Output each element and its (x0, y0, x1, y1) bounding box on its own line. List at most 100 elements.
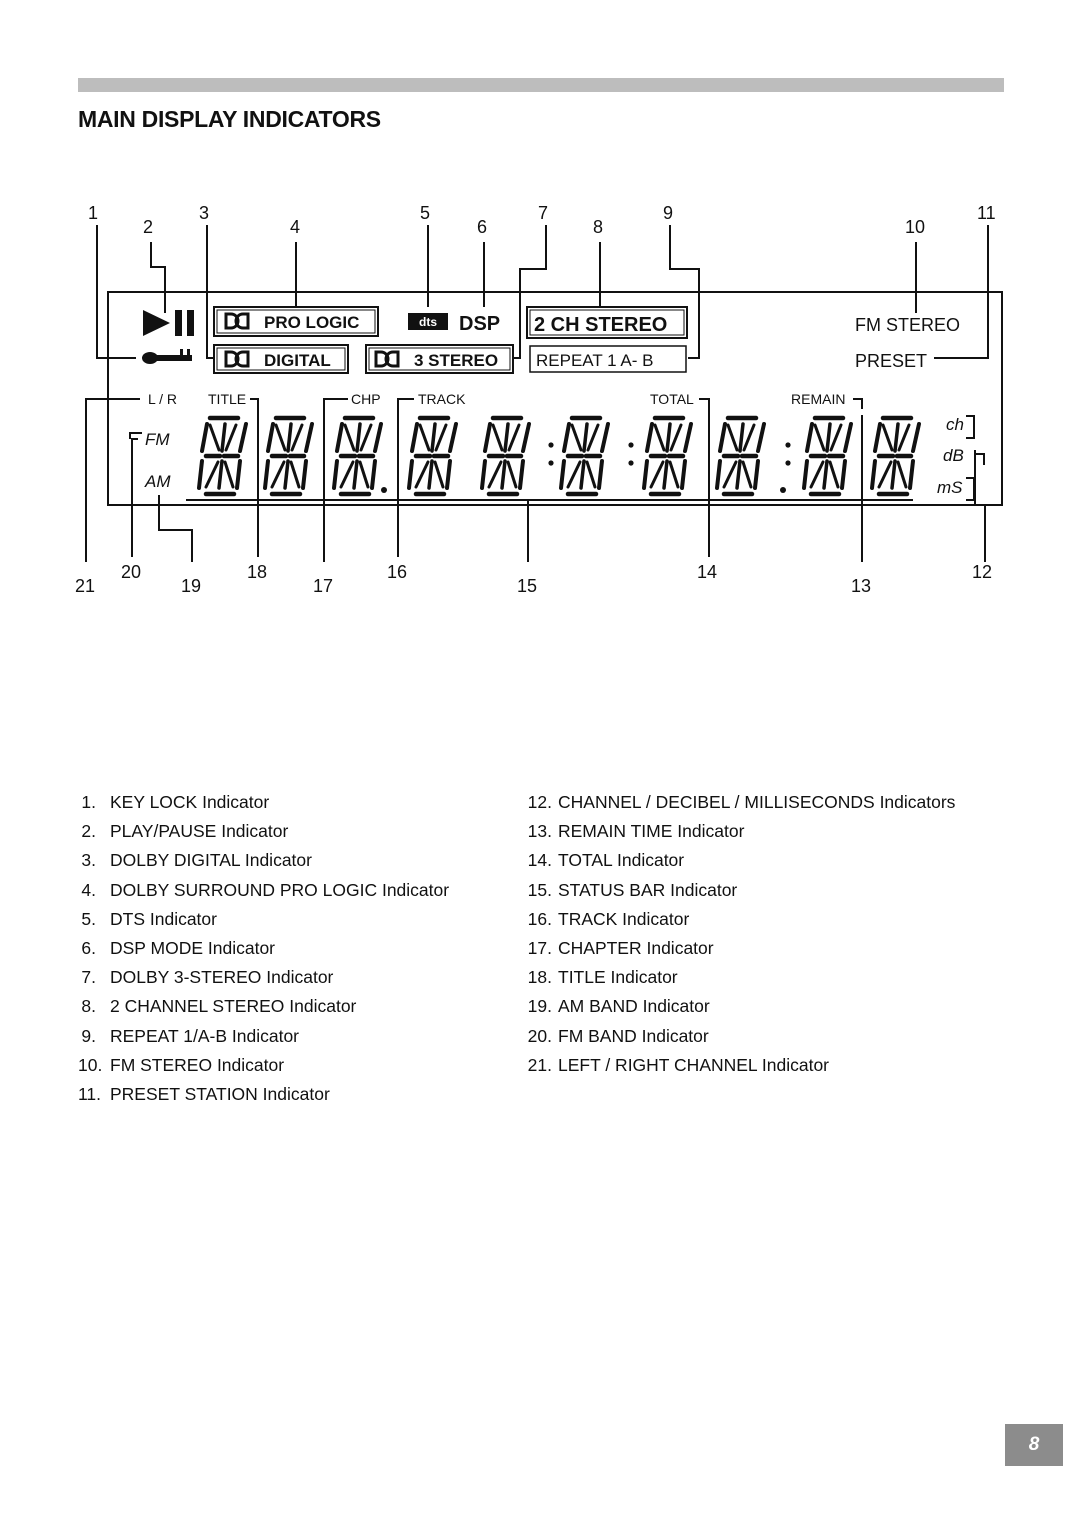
key-lock-icon (142, 349, 192, 364)
digit-segment (503, 422, 510, 453)
callout-6: 6 (477, 217, 487, 237)
remain-label: REMAIN (791, 391, 845, 407)
repeat-label: REPEAT 1 A- B (536, 351, 653, 370)
digit-segment (738, 422, 745, 453)
pro-logic-box: PRO LOGIC (213, 306, 379, 337)
digit-segment (427, 459, 434, 490)
digit-segment (352, 459, 359, 490)
digit-segment (669, 423, 683, 452)
digit-segment (653, 423, 666, 452)
digit-segment (480, 459, 487, 490)
callout-17: 17 (313, 576, 333, 596)
digit-segment (238, 422, 248, 453)
digit-segment (358, 460, 370, 489)
page-title: MAIN DISPLAY INDICATORS (78, 106, 381, 132)
digit-segment (332, 459, 339, 490)
digit-segment (220, 422, 227, 453)
fm-stereo-label: FM STEREO (855, 315, 960, 335)
three-stereo-box: 3 STEREO (365, 344, 514, 374)
digit-segment (881, 423, 894, 452)
am-band-label: AM (144, 472, 171, 491)
digit-segment (893, 422, 900, 453)
callout-10: 10 (905, 217, 925, 237)
digit-segment (507, 423, 521, 452)
digit-segment (274, 423, 287, 452)
dts-logo: dts (408, 313, 448, 330)
callout-numbers: 1 2 3 4 5 6 7 8 9 10 11 12 13 14 15 16 1… (75, 203, 996, 596)
digit-segment (286, 422, 293, 453)
digit-segment (665, 422, 672, 453)
callout-1: 1 (88, 203, 98, 223)
digit-segment (235, 459, 242, 490)
digit-segment (445, 459, 452, 490)
digit-segment (756, 422, 766, 453)
digit-segment (355, 422, 362, 453)
callout-15: 15 (517, 576, 537, 596)
digit-segment (825, 422, 832, 453)
title-indicator-label: TITLE (208, 391, 246, 407)
legend-item: 3.DOLBY DIGITAL Indicator (81, 850, 312, 871)
track-bracket (397, 398, 414, 409)
chp-bracket (323, 398, 348, 409)
digit-segment (742, 423, 756, 452)
digit-segment (487, 460, 503, 489)
digit-segment (828, 460, 840, 489)
db-label: dB (943, 446, 964, 465)
dsp-label: DSP (459, 313, 500, 335)
legend-item: 1.KEY LOCK Indicator (81, 792, 270, 812)
digit-segment (735, 459, 742, 490)
digit-segment (802, 459, 809, 490)
digit-segment (343, 423, 356, 452)
legend-item: 4.DOLBY SURROUND PRO LOGIC Indicator (81, 879, 450, 900)
digit-segment (200, 422, 209, 453)
digit-segment (579, 459, 586, 490)
digit-segment (642, 459, 649, 490)
lr-label: L / R (148, 391, 177, 407)
digit-segment (224, 423, 238, 452)
decimal-dot (381, 487, 387, 493)
digit-segment (407, 459, 414, 490)
decimal-dot (780, 487, 786, 493)
digit-segment (870, 459, 877, 490)
digit-segment (359, 423, 373, 452)
colon-dot (628, 442, 634, 448)
dolby-double-d-icon (224, 350, 250, 368)
colon-dot (785, 442, 791, 448)
digit-segment (668, 460, 680, 489)
digit-segment (289, 460, 301, 489)
digit-segment (304, 422, 314, 453)
three-stereo-label: 3 STEREO (414, 351, 498, 370)
two-ch-stereo-label: 2 CH STEREO (534, 314, 667, 336)
digital-label: DIGITAL (264, 351, 331, 370)
legend-item: 6.DSP MODE Indicator (81, 938, 276, 959)
leader-19 (158, 495, 193, 562)
digit-segment (197, 459, 204, 490)
callout-20: 20 (121, 562, 141, 582)
digit-segment (373, 422, 383, 453)
fm-tick (129, 432, 142, 439)
repeat-box: REPEAT 1 A- B (529, 345, 687, 373)
digit-segment (741, 460, 753, 489)
digit-segment (433, 460, 445, 489)
digit-segment (877, 460, 893, 489)
digit-segment (290, 423, 304, 452)
digit-segment (270, 460, 286, 489)
legend-item: 19.AM BAND Indicator (527, 996, 710, 1017)
digit-segment (335, 422, 344, 453)
legend-item: 12.CHANNEL / DECIBEL / MILLISECONDS Indi… (527, 792, 956, 812)
page-number: 8 (1028, 1434, 1040, 1455)
leader-3 (206, 225, 214, 359)
leader-7 (513, 225, 547, 359)
digit-segment (370, 459, 377, 490)
chp-label: CHP (351, 391, 381, 407)
track-label: TRACK (418, 391, 466, 407)
legend-item: 9.REPEAT 1/A-B Indicator (81, 1025, 300, 1046)
digit-segment (718, 422, 727, 453)
ms-label: mS (937, 478, 963, 497)
digit-segment (897, 423, 911, 452)
ms-bracket (966, 477, 975, 501)
callout-13: 13 (851, 576, 871, 596)
digit-segment (448, 422, 458, 453)
digit-segment (649, 460, 665, 489)
digit-segment (500, 459, 507, 490)
